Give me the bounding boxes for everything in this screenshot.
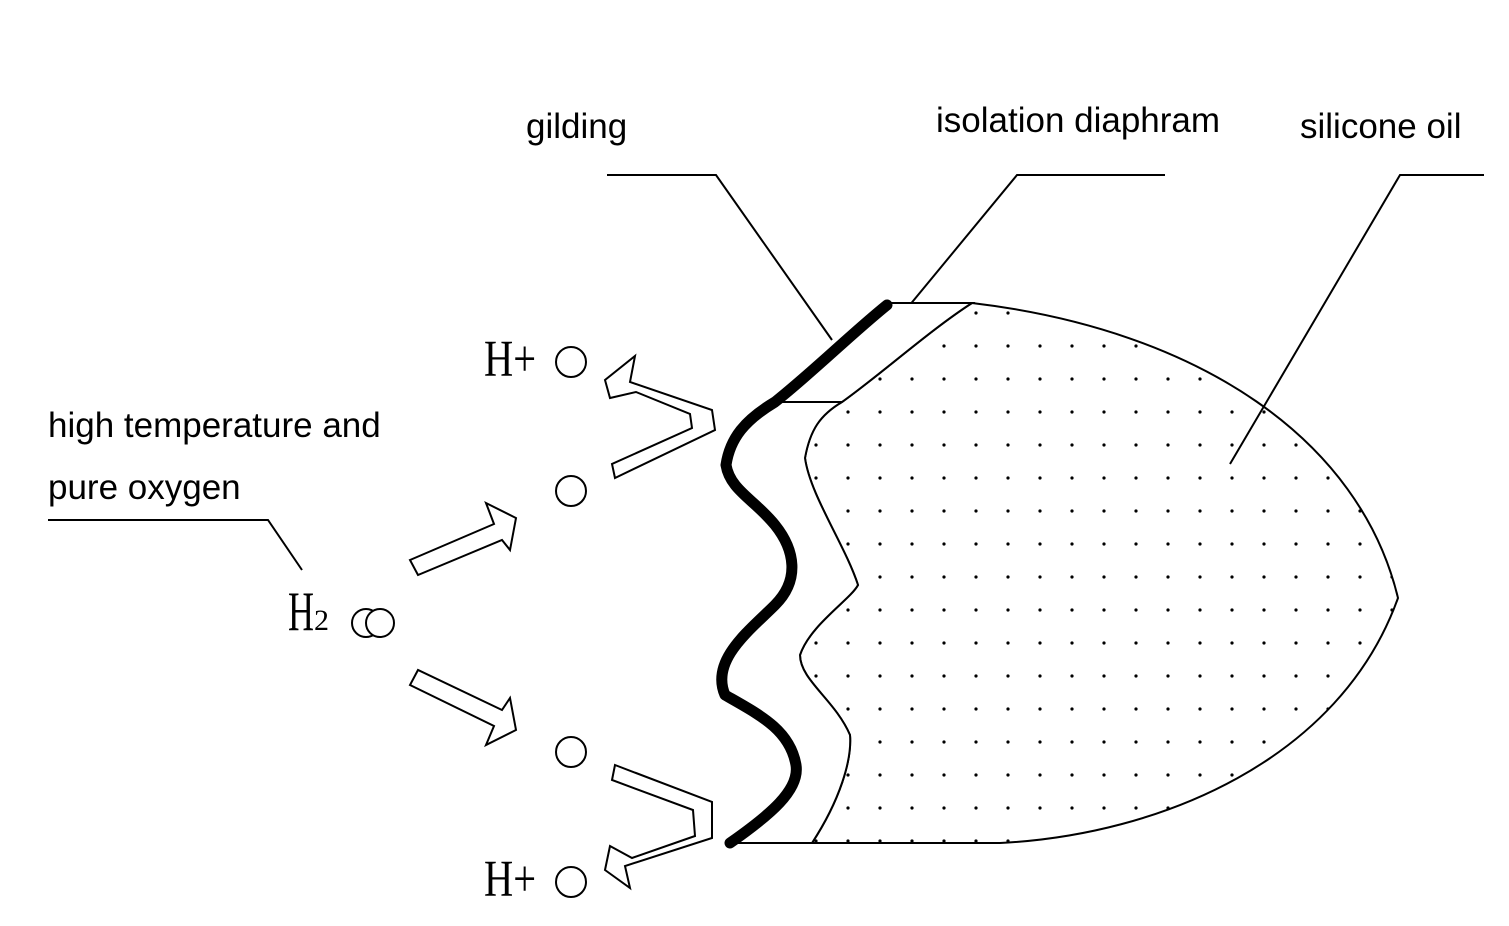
h2-base: H (288, 581, 314, 643)
particle-upper-mid (555, 475, 587, 507)
high-temperature-label-line1: high temperature and (48, 406, 381, 445)
h2-subscript: 2 (314, 604, 329, 637)
isolation-diaphram-label: isolation diaphram (936, 101, 1220, 140)
silicone-oil-label: silicone oil (1300, 107, 1461, 146)
bottom-reflect-arrow-icon (603, 763, 713, 891)
h2-symbol: H2 (288, 581, 329, 643)
particle-lower-mid (555, 736, 587, 768)
h-plus-top-label: H+ (484, 331, 536, 388)
gilding-layer (716, 299, 893, 849)
particle-bottom (555, 866, 587, 898)
top-reflect-arrow-icon (603, 353, 717, 480)
h2-molecule-icon (351, 608, 395, 638)
up-arrow-icon (408, 500, 518, 577)
h-plus-bottom-label: H+ (484, 851, 536, 908)
high-temperature-label-line2: pure oxygen (48, 468, 241, 507)
down-arrow-icon (408, 668, 518, 748)
gilding-label: gilding (526, 107, 627, 146)
silicone-oil-region (798, 301, 1400, 844)
gilding-leader-line (607, 174, 833, 341)
particle-top (555, 346, 587, 378)
high-temperature-leader-line (48, 519, 303, 571)
isolation-diaphram-leader-line (875, 174, 1165, 347)
silicone-oil-leader-line (1229, 174, 1484, 465)
